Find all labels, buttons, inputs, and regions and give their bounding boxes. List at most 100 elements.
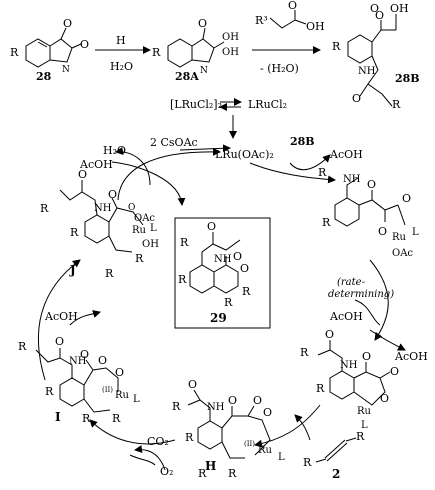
arrow-insertion xyxy=(254,404,321,448)
ru-l: L xyxy=(412,227,419,238)
ru-r: R xyxy=(322,216,331,229)
diol-oh1: OH xyxy=(222,32,239,43)
i-r2: R xyxy=(112,412,121,425)
ru-o1: O xyxy=(367,178,376,191)
diol-label: 28A xyxy=(175,70,199,83)
reagent-acid xyxy=(269,10,307,29)
rc-nh: NH xyxy=(340,360,358,371)
isatin-nh: N xyxy=(62,65,70,75)
rc-ru: Ru xyxy=(357,406,372,417)
p-nh: NH xyxy=(214,254,232,265)
ru-acetate-complex xyxy=(334,177,406,227)
diol-nh: N xyxy=(200,66,208,76)
rc-o2: O xyxy=(362,350,371,363)
reagent-o: O xyxy=(288,0,297,12)
acid-nh: NH xyxy=(358,66,376,77)
diol-o: O xyxy=(198,17,207,30)
water-label: H₂O xyxy=(110,60,133,73)
i-ru: Ru xyxy=(115,390,130,401)
p-r1: R xyxy=(224,296,233,309)
p-r: R xyxy=(178,273,187,286)
diol-r: R xyxy=(152,46,161,59)
acoh-in-label: AcOH xyxy=(79,158,113,171)
o2-label: O₂ xyxy=(160,465,173,478)
i-ox: (II) xyxy=(102,386,113,394)
i-o3: O xyxy=(98,354,107,367)
acid-28b-structure xyxy=(347,14,397,107)
minus-water-label: - (H₂O) xyxy=(260,62,299,75)
h-o3: O xyxy=(253,394,262,407)
ru-acetate-label: LRu(OAc)₂ xyxy=(215,148,274,161)
h-r: R xyxy=(185,431,194,444)
alk-r1: R xyxy=(303,456,312,469)
i-o1: O xyxy=(55,335,64,348)
acid-oh: OH xyxy=(390,2,409,15)
p-o2: O xyxy=(233,250,242,263)
acid-r3: R xyxy=(392,98,401,111)
arrow-h2o-out xyxy=(115,147,151,186)
acid-o2: O xyxy=(375,9,384,22)
rc-r: R xyxy=(316,382,325,395)
h-o2: O xyxy=(228,394,237,407)
acoh-right-out-label: AcOH xyxy=(394,350,428,363)
arrow-i-to-j xyxy=(38,259,81,381)
j-oac: OAc xyxy=(134,213,155,224)
p-r3: R xyxy=(180,236,189,249)
arrow-metalation xyxy=(249,162,336,184)
product-29-structure xyxy=(189,232,241,294)
j-r1: R xyxy=(105,267,114,280)
diol-oh2: OH xyxy=(222,47,239,58)
acoh-out-label: AcOH xyxy=(329,148,363,161)
intermediate-h-structure xyxy=(187,389,271,459)
arrow-regenerate xyxy=(117,147,221,201)
j-r2: R xyxy=(135,252,144,265)
diol-structure xyxy=(167,27,225,68)
rc-o4: O xyxy=(380,392,389,405)
rate-line1: (rate- xyxy=(337,277,366,288)
rc-l: L xyxy=(361,420,368,431)
j-nh: NH xyxy=(94,203,112,214)
product-label: 29 xyxy=(210,311,227,325)
j-l: L xyxy=(150,223,157,234)
reagent-oh: OH xyxy=(306,20,325,33)
intermediate-i-structure xyxy=(35,348,119,413)
ru-monomer-label: LRuCl₂ xyxy=(248,98,287,111)
in-28b-label: 28B xyxy=(290,135,315,148)
ru-dimer-label: [LRuCl₂]₂ xyxy=(170,98,222,111)
h-o1: O xyxy=(188,378,197,391)
j-r: R xyxy=(70,226,79,239)
j-r3: R xyxy=(40,202,49,215)
rc-r3: R xyxy=(300,346,309,359)
h-r2: R xyxy=(228,467,237,480)
h-ox: (II) xyxy=(244,440,255,448)
h-plus-label: H xyxy=(116,34,126,47)
isatin-r: R xyxy=(10,46,19,59)
j-o1: O xyxy=(78,168,87,181)
intermediate-j-structure xyxy=(59,180,144,253)
j-oh: OH xyxy=(142,239,159,250)
h-r1: R xyxy=(198,467,207,480)
i-o4: O xyxy=(115,366,124,379)
reagent-r3: R³ xyxy=(255,14,268,27)
ru-o3: O xyxy=(378,225,387,238)
ru-r3: R xyxy=(318,166,327,179)
acoh-right-in-label: AcOH xyxy=(329,310,363,323)
acid-o3: O xyxy=(352,92,361,105)
co2-label: CO₂ xyxy=(147,435,169,448)
p-o1: O xyxy=(207,220,216,233)
alkyne-label: 2 xyxy=(332,467,340,481)
i-r1: R xyxy=(82,412,91,425)
acid-o: O xyxy=(370,2,379,15)
h-label: H xyxy=(205,459,216,473)
arrow-csoac xyxy=(179,144,231,153)
i-r3: R xyxy=(18,340,27,353)
h-o4: O xyxy=(263,406,272,419)
arrow-h-to-i xyxy=(89,419,176,445)
isatin-structure xyxy=(25,27,82,68)
acid-label: 28B xyxy=(395,72,420,85)
rc-o1: O xyxy=(325,328,334,341)
h-nh: NH xyxy=(207,402,225,413)
h-r3: R xyxy=(172,400,181,413)
ruthenacycle-structure xyxy=(317,340,391,406)
